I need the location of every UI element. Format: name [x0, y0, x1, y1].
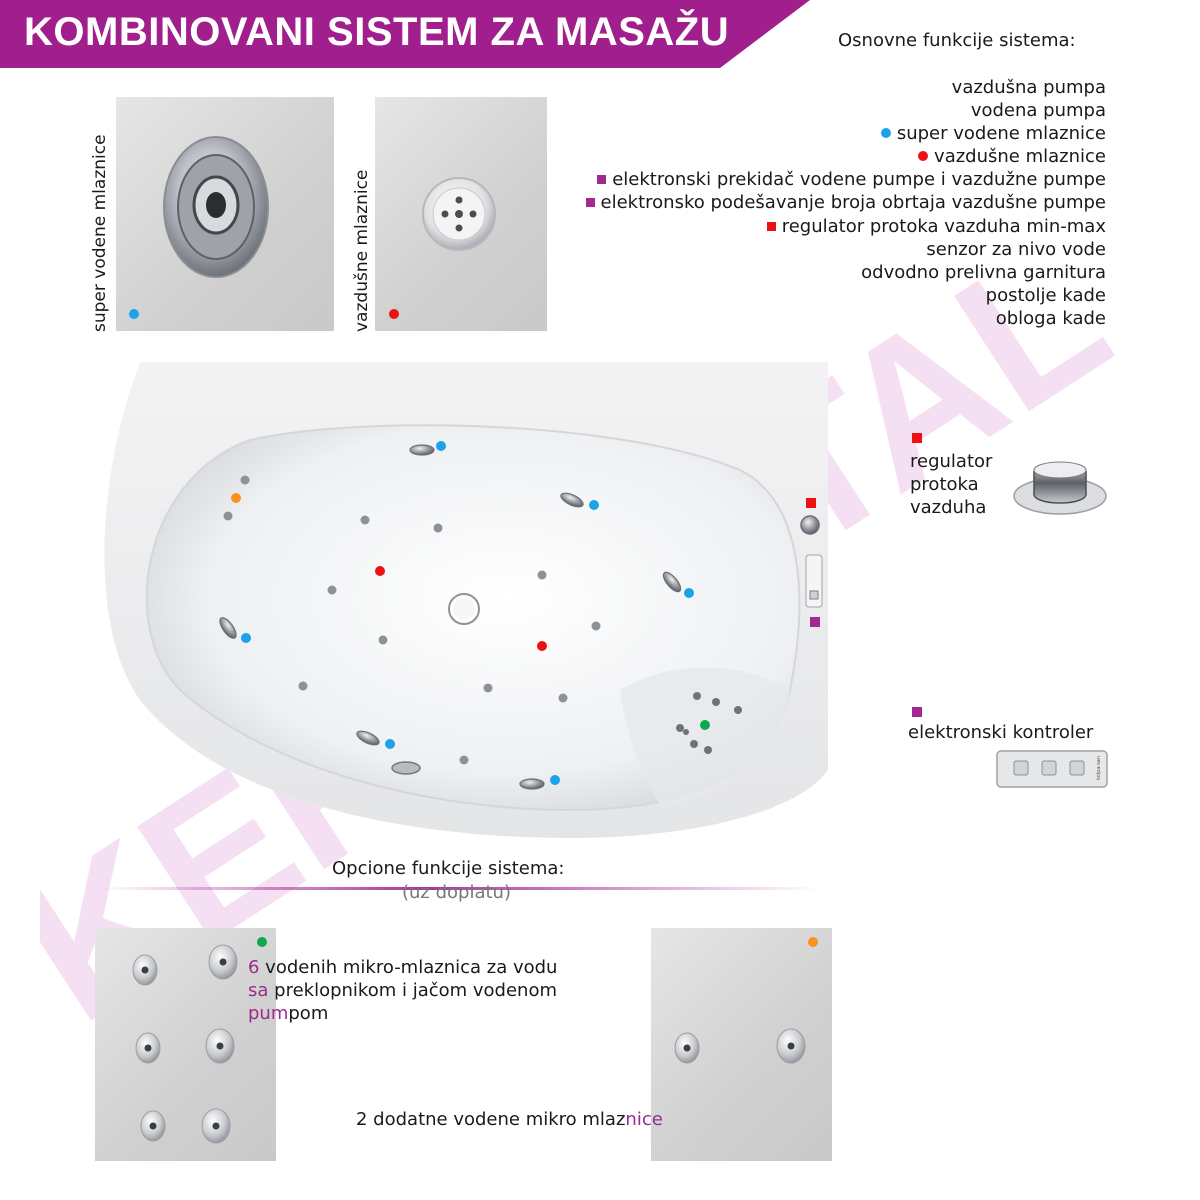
feature-text: odvodno prelivna garnitura [861, 261, 1106, 283]
optional-functions-heading: Opcione funkcije sistema: [332, 858, 565, 879]
micro-jets-2-photo [651, 928, 832, 1161]
red-dot-marker [918, 151, 929, 162]
feature-text: elektronski prekidač vodene pumpe i vazd… [612, 169, 1106, 191]
title-banner [0, 0, 810, 68]
blue-dot-marker [880, 128, 891, 139]
controller-label: elektronski kontroler [908, 722, 1094, 743]
purple-square-marker [585, 198, 595, 208]
super-jet-label: super vodene mlaznice [90, 134, 110, 332]
air-regulator-knob-image [1010, 452, 1110, 522]
feature-text: vazdušna pumpa [951, 77, 1106, 98]
micro-jets-2-description: 2 dodatne vodene mikro mlaznice [356, 1109, 663, 1130]
micro-jets-6-description: 6 vodenih mikro-mlaznica za vodu sa prek… [248, 956, 608, 1025]
controller-brand: kolpa-san [1096, 756, 1102, 780]
feature-text: postolje kade [985, 284, 1106, 306]
purple-square-marker [597, 175, 607, 185]
red-square-marker [766, 221, 776, 231]
basic-functions-heading: Osnovne funkcije sistema: [838, 30, 1076, 51]
feature-item: regulator protoka vazduha min-max [586, 215, 1106, 238]
feature-text: vazdušne mlaznice [934, 146, 1106, 168]
micro6-line: 6 vodenih mikro-mlaznica za vodu [248, 957, 558, 978]
air-regulator-line: regulator [910, 451, 993, 472]
air-jet-photo [375, 97, 547, 331]
feature-item: obloga kade [586, 307, 1106, 330]
feature-item: super vodene mlaznice [586, 122, 1106, 145]
optional-divider [100, 878, 820, 890]
feature-item: vazdušna pumpa [586, 76, 1106, 99]
feature-text: senzor za nivo vode [926, 238, 1106, 260]
feature-text: elektronsko podešavanje broja obrtaja va… [600, 192, 1106, 214]
optional-functions-subheading: (uz doplatu) [402, 882, 511, 903]
feature-item: vazdušne mlaznice [586, 145, 1106, 168]
feature-item: elektronski prekidač vodene pumpe i vazd… [586, 168, 1106, 191]
purple-square-marker [912, 707, 922, 717]
micro6-line: sa preklopnikom i jačom vodenom [248, 980, 558, 1001]
micro6-line: pumpom [248, 1003, 329, 1024]
micro-jets-6-photo [95, 928, 276, 1161]
feature-item: vodena pumpa [586, 99, 1106, 122]
feature-item: postolje kade [586, 284, 1106, 307]
air-regulator-label: regulator protoka vazduha [910, 450, 992, 519]
bathtub-diagram [100, 360, 830, 840]
page-title: KOMBINOVANI SISTEM ZA MASAŽU [24, 10, 730, 54]
controller-image: kolpa-san [996, 750, 1108, 788]
super-jet-photo [116, 97, 334, 331]
feature-text: super vodene mlaznice [896, 123, 1106, 145]
red-square-marker [912, 433, 922, 443]
air-regulator-line: vazduha [910, 497, 987, 518]
feature-item: elektronsko podešavanje broja obrtaja va… [585, 191, 1106, 214]
feature-item: senzor za nivo vode [586, 238, 1106, 261]
feature-text: regulator protoka vazduha min-max [781, 215, 1106, 237]
feature-text: obloga kade [995, 307, 1106, 329]
feature-item: odvodno prelivna garnitura [586, 261, 1106, 284]
basic-functions-list: vazdušna pumpa vodena pumpa super vodene… [585, 76, 1106, 330]
feature-text: vodena pumpa [970, 100, 1106, 122]
air-regulator-line: protoka [910, 474, 979, 495]
air-jet-label: vazdušne mlaznice [352, 169, 372, 332]
